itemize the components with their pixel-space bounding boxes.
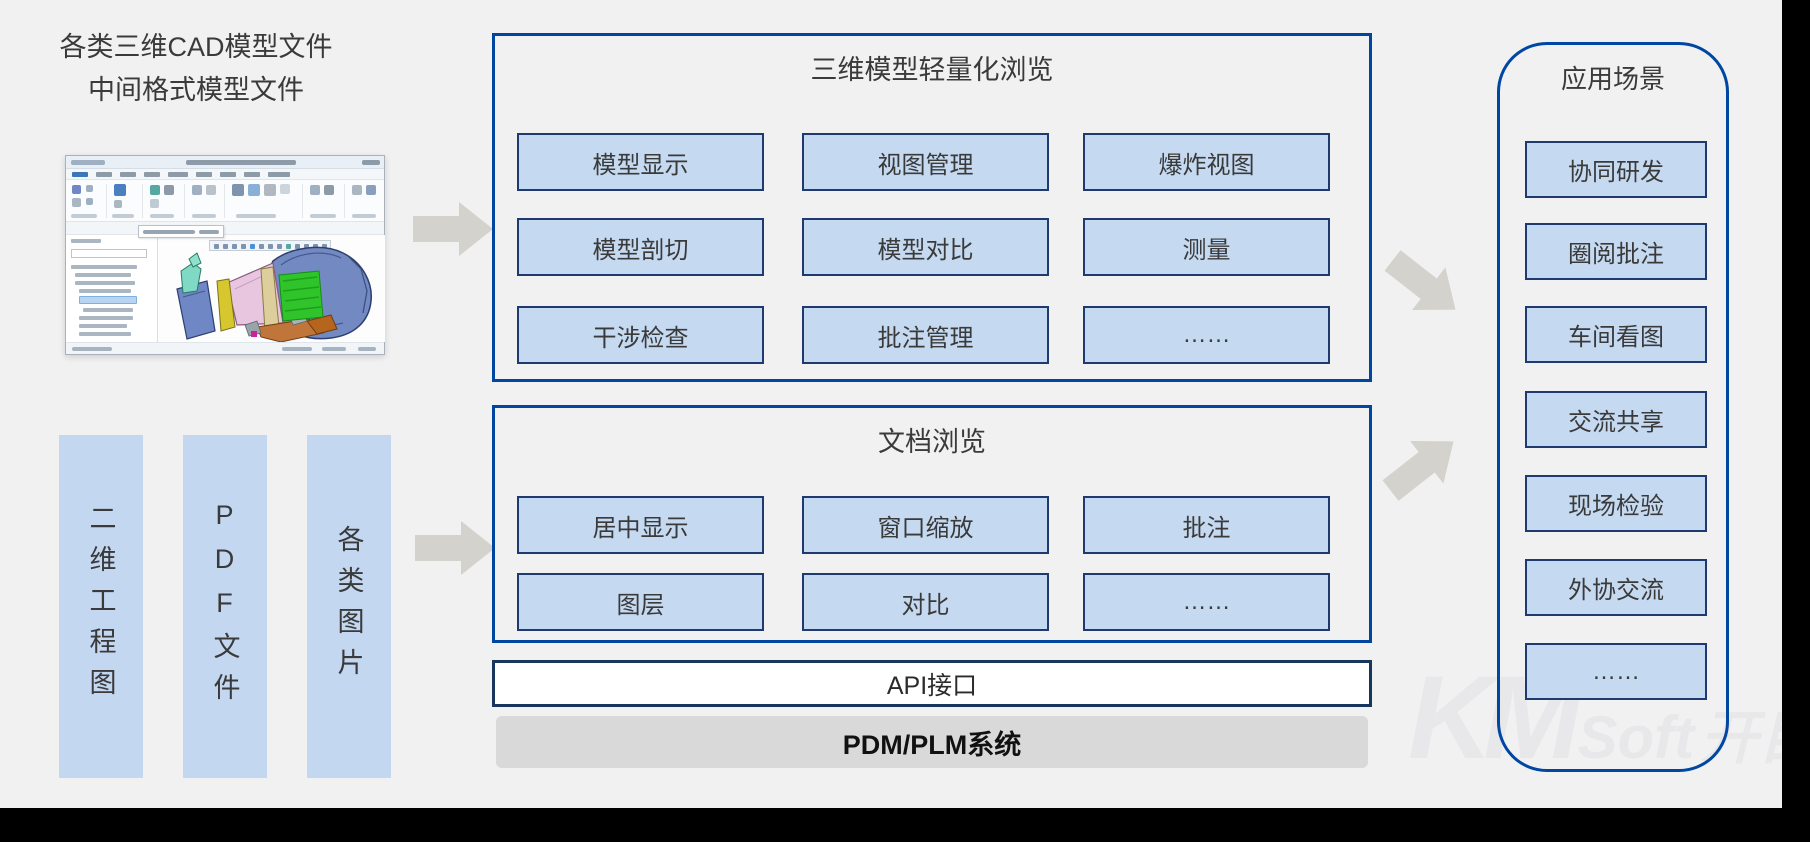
feature-view-management[interactable]: 视图管理 xyxy=(802,133,1049,191)
doc-browse-title: 文档浏览 xyxy=(878,427,986,457)
feature-center-display[interactable]: 居中显示 xyxy=(517,496,764,554)
api-layer: API接口 xyxy=(492,660,1372,707)
scenario-review-annotation[interactable]: 圈阅批注 xyxy=(1525,223,1707,280)
source-heading: 各类三维CAD模型文件 中间格式模型文件 xyxy=(36,26,356,112)
cad-toolbar-row xyxy=(66,222,384,235)
scenarios-title: 应用场景 xyxy=(1560,64,1665,94)
source-bar-pdf: PDF文件 xyxy=(183,435,267,778)
feature-annotation[interactable]: 批注 xyxy=(1083,496,1330,554)
feature-exploded-view[interactable]: 爆炸视图 xyxy=(1083,133,1330,191)
source-bar-images: 各类图片 xyxy=(307,435,391,778)
cad-ribbon-tabs xyxy=(66,169,384,180)
arrow-doc-browse-to-scenarios xyxy=(1373,419,1472,514)
cad-model-tree xyxy=(66,235,158,342)
api-label: API接口 xyxy=(886,671,978,700)
pdm-label: PDM/PLM系统 xyxy=(842,729,1022,760)
source-heading-line2: 中间格式模型文件 xyxy=(88,75,304,105)
cad-statusbar xyxy=(66,342,384,354)
cad-titlebar xyxy=(66,156,384,169)
feature-interference-check[interactable]: 干涉检查 xyxy=(517,306,764,364)
arrow-model-browse-to-scenarios xyxy=(1375,238,1474,333)
arrow-files-to-doc-browse xyxy=(415,519,495,577)
arrow-cad-to-model-browse xyxy=(413,200,493,258)
model-browse-title: 三维模型轻量化浏览 xyxy=(810,55,1054,85)
pdm-plm-layer: PDM/PLM系统 xyxy=(496,716,1368,768)
feature-model-section[interactable]: 模型剖切 xyxy=(517,218,764,276)
feature-annotation-management[interactable]: 批注管理 xyxy=(802,306,1049,364)
source-heading-line1: 各类三维CAD模型文件 xyxy=(59,32,333,62)
cad-floating-toolbar xyxy=(209,240,331,251)
source-bar-2d-drawing: 二维工程图 xyxy=(59,435,143,778)
diagram-background: 各类三维CAD模型文件 中间格式模型文件 xyxy=(0,0,1782,808)
cad-ribbon xyxy=(66,180,384,222)
feature-window-zoom[interactable]: 窗口缩放 xyxy=(802,496,1049,554)
model-browse-container: 三维模型轻量化浏览 模型显示 视图管理 爆炸视图 模型剖切 模型对比 测量 干涉… xyxy=(492,33,1372,382)
watermark-soft: Soft xyxy=(1577,704,1695,771)
scenario-collaborative-rd[interactable]: 协同研发 xyxy=(1525,141,1707,198)
feature-model-display[interactable]: 模型显示 xyxy=(517,133,764,191)
source-bar-label: 二维工程图 xyxy=(85,504,116,709)
scenario-share-exchange[interactable]: 交流共享 xyxy=(1525,391,1707,448)
scenarios-panel: 应用场景 协同研发 圈阅批注 车间看图 交流共享 现场检验 外协交流 …… xyxy=(1497,42,1729,772)
source-bar-label: PDF文件 xyxy=(209,499,240,714)
feature-model-more[interactable]: …… xyxy=(1083,306,1330,364)
scenario-external-collab[interactable]: 外协交流 xyxy=(1525,559,1707,616)
cad-app-screenshot xyxy=(65,155,385,355)
feature-compare[interactable]: 对比 xyxy=(802,573,1049,631)
cad-3d-model xyxy=(176,246,372,343)
feature-layers[interactable]: 图层 xyxy=(517,573,764,631)
feature-measure[interactable]: 测量 xyxy=(1083,218,1330,276)
cad-3d-viewport xyxy=(159,235,385,343)
source-bar-label: 各类图片 xyxy=(333,524,364,689)
scenario-onsite-inspection[interactable]: 现场检验 xyxy=(1525,475,1707,532)
doc-browse-container: 文档浏览 居中显示 窗口缩放 批注 图层 对比 …… xyxy=(492,405,1372,643)
scenario-workshop-viewing[interactable]: 车间看图 xyxy=(1525,306,1707,363)
cad-tooltip xyxy=(138,225,224,238)
scenario-more[interactable]: …… xyxy=(1525,643,1707,700)
feature-model-compare[interactable]: 模型对比 xyxy=(802,218,1049,276)
feature-doc-more[interactable]: …… xyxy=(1083,573,1330,631)
